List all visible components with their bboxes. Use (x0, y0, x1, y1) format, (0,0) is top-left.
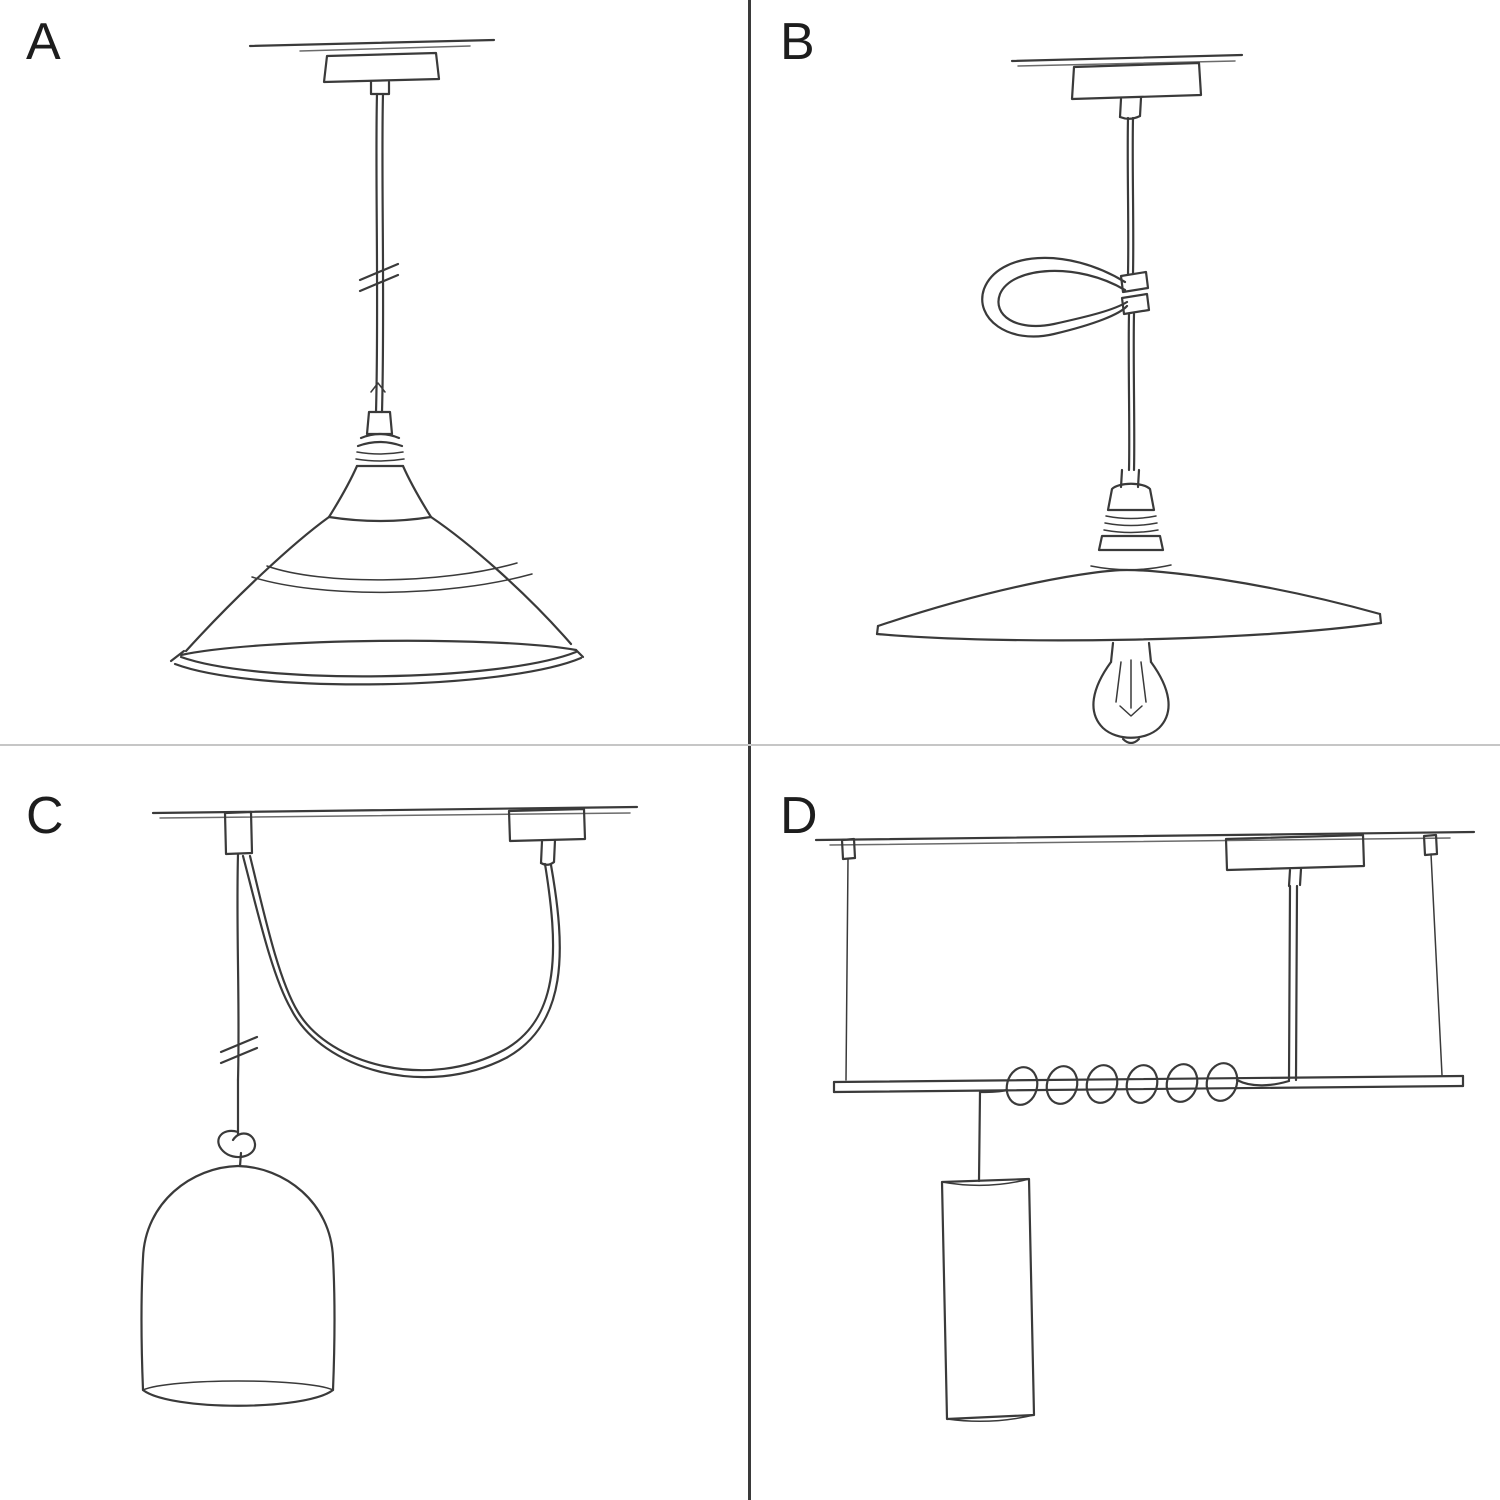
panel-label-b: B (780, 13, 816, 71)
ceiling-line (248, 38, 496, 52)
lamp-holder (1097, 468, 1165, 552)
sketch-pendant-bowl-shade (169, 38, 585, 686)
bell-shade (140, 1164, 336, 1407)
drop-cable (219, 852, 259, 1136)
light-bulb (1092, 641, 1170, 745)
horizontal-bar (832, 1074, 1465, 1094)
sketch-bar-coil-tube-shade (814, 830, 1476, 1422)
lamp-holder (327, 410, 433, 523)
pendant-cable-lower (1127, 312, 1136, 472)
ceiling-hook (223, 810, 254, 856)
pendant-cable (358, 92, 400, 414)
cable-knot (217, 1129, 257, 1168)
ceiling-rose (507, 807, 587, 866)
ceiling-line (1010, 53, 1244, 67)
sketch-pendant-flat-shade-bulb (875, 53, 1383, 745)
pendant-cable-upper (1126, 116, 1135, 276)
panel-label-c: C (26, 787, 65, 845)
vertical-divider (748, 0, 751, 1500)
bowl-shade (169, 515, 585, 686)
cable-loop-clip (981, 256, 1151, 338)
coiled-cable (979, 1062, 1291, 1106)
suspension-wire-right (1422, 833, 1443, 1076)
ceiling-line (814, 830, 1476, 846)
panel-label-d: D (780, 787, 819, 845)
ceiling-rose (1224, 833, 1366, 888)
panel-label-a: A (26, 13, 62, 71)
swag-cable (241, 854, 561, 1079)
ceiling-rose (322, 51, 441, 96)
panel-c: C (0, 750, 750, 1500)
panel-b: B (750, 0, 1500, 750)
suspension-wire-left (840, 837, 857, 1081)
rose-drop-cable (1287, 884, 1299, 1082)
lamp-drop-cable (977, 1090, 982, 1183)
ceiling-rose (1070, 61, 1203, 120)
sketch-swag-bell-shade (140, 805, 639, 1407)
panel-a: A (0, 0, 750, 750)
flat-plate-shade (875, 564, 1383, 642)
horizontal-divider (0, 744, 1500, 746)
panel-d: D (750, 750, 1500, 1500)
tube-shade (940, 1177, 1036, 1422)
